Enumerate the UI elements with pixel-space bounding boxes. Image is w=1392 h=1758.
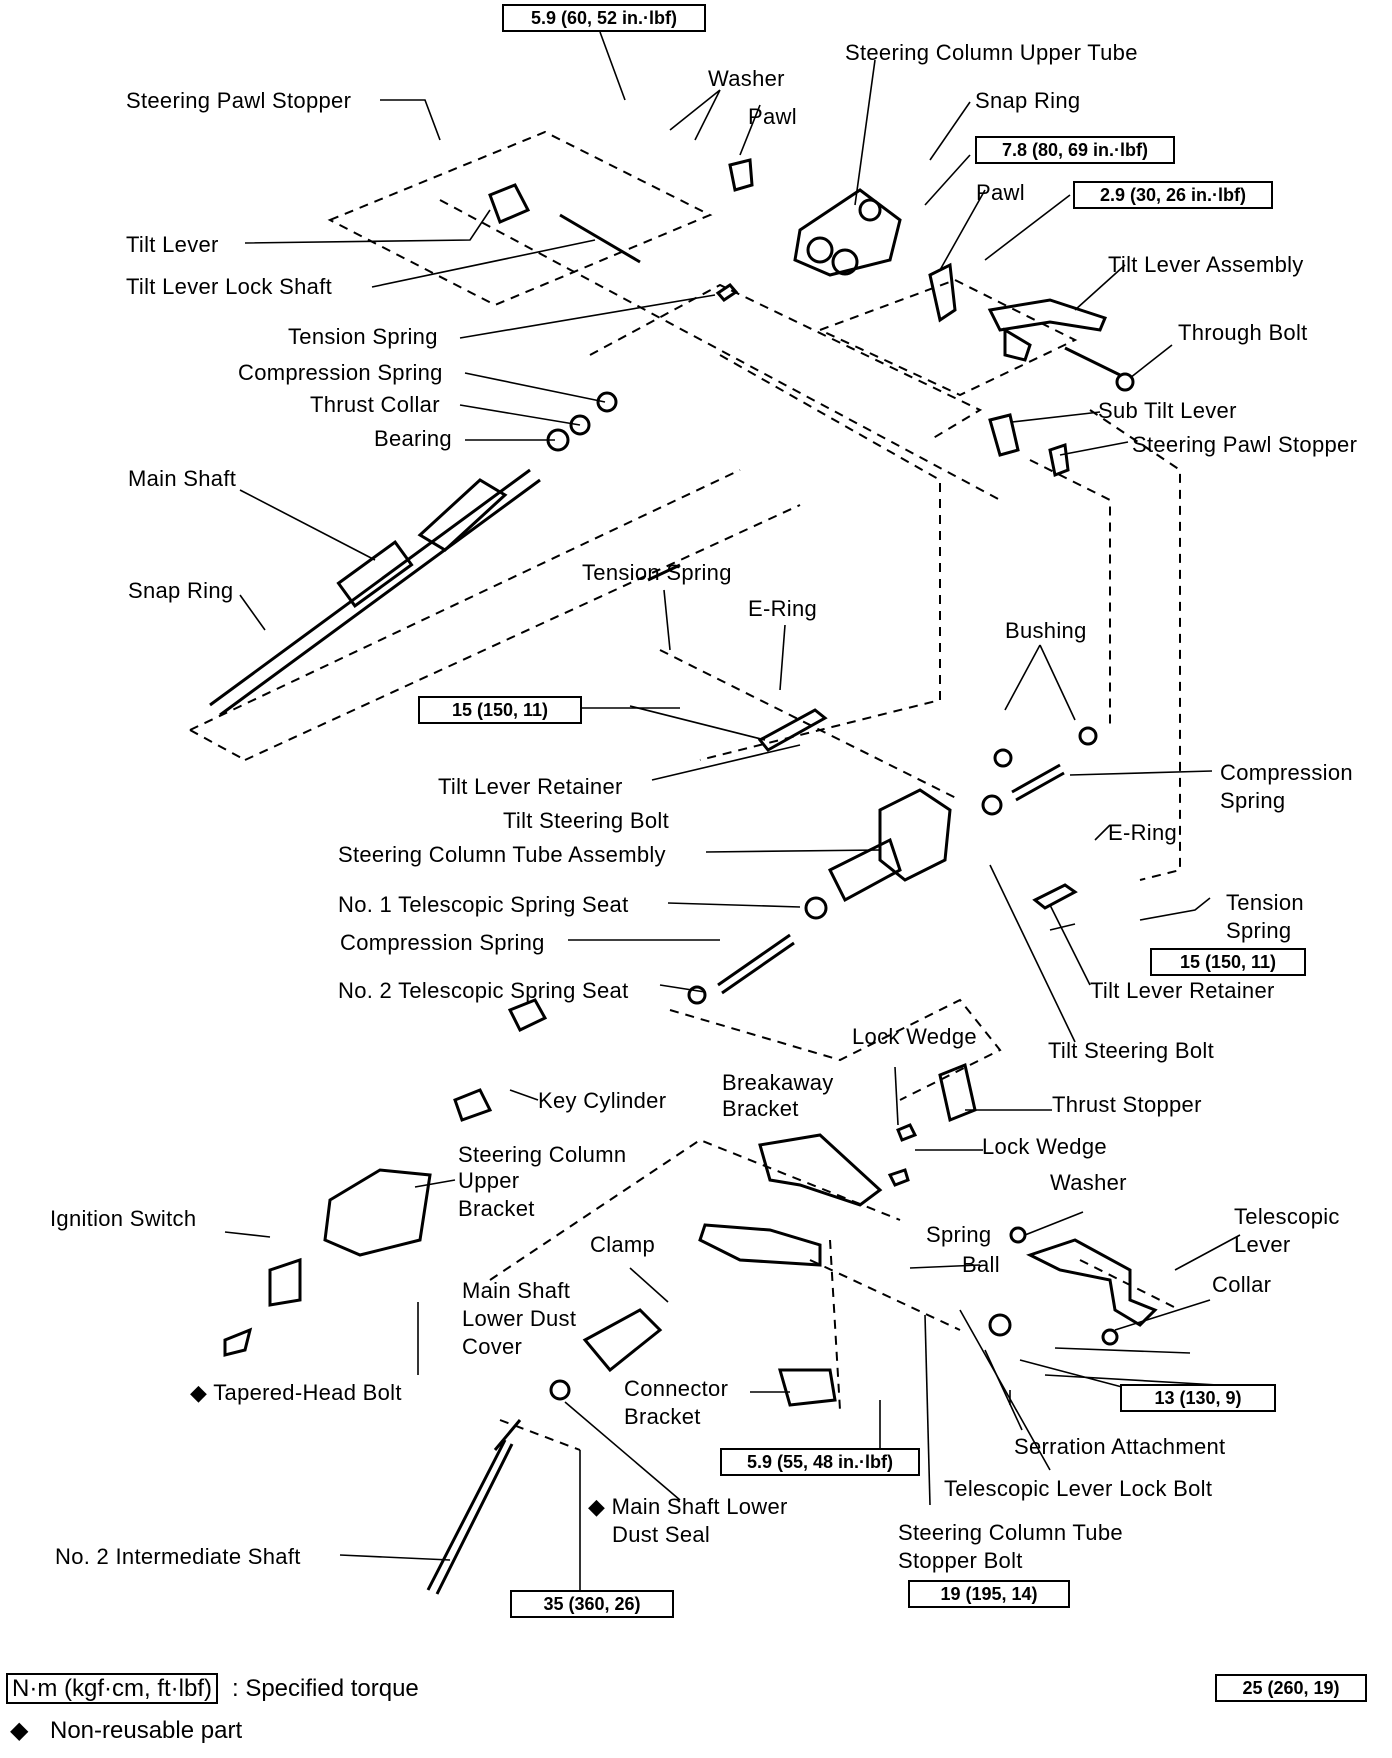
label-clamp: Clamp <box>590 1232 656 1257</box>
label-e-ring: E-Ring <box>748 596 818 621</box>
legend-torque-box: N·m (kgf·cm, ft·lbf) <box>6 1673 218 1704</box>
label-connector-bracket: Connector <box>624 1376 729 1401</box>
label-tilt-lever-lock-shaft: Tilt Lever Lock Shaft <box>126 274 333 299</box>
label-tilt-lever: Tilt Lever <box>126 232 219 257</box>
label-ball: Ball <box>962 1252 1000 1277</box>
label-steering-column-tube-stopper-bolt: Stopper Bolt <box>898 1548 1023 1573</box>
legend-diamond-symbol: ◆ <box>10 1717 29 1744</box>
legend-torque-desc: : Specified torque <box>231 1675 419 1702</box>
label-pawl-right: Pawl <box>976 180 1025 205</box>
label-pawl: Pawl <box>748 104 797 129</box>
label-steering-column-tube-assembly: Steering Column Tube Assembly <box>338 842 666 867</box>
legend-nonreusable: ◆ Non-reusable part <box>10 1716 242 1746</box>
label-washer-right: Washer <box>1050 1170 1127 1195</box>
torque-box: 7.8 (80, 69 in.·lbf) <box>975 136 1175 164</box>
label-snap-ring-left: Snap Ring <box>128 578 234 603</box>
label-main-shaft: Main Shaft <box>128 466 237 491</box>
torque-box: 13 (130, 9) <box>1120 1384 1276 1412</box>
label-key-cylinder: Key Cylinder <box>538 1088 667 1113</box>
label-lock-wedge: Lock Wedge <box>852 1024 977 1049</box>
label-e-ring-right: E-Ring <box>1108 820 1178 845</box>
part-outlines <box>209 158 1158 1595</box>
torque-box: 35 (360, 26) <box>510 1590 674 1618</box>
label-telescopic-lever-lock-bolt: Telescopic Lever Lock Bolt <box>944 1476 1213 1501</box>
torque-box: 19 (195, 14) <box>908 1580 1070 1608</box>
label-thrust-collar: Thrust Collar <box>310 392 440 417</box>
label-no2-telescopic-spring-seat: No. 2 Telescopic Spring Seat <box>338 978 629 1003</box>
label-main-shaft-lower-dust-cover: Main Shaft <box>462 1278 571 1303</box>
label-steering-column-upper-tube: Steering Column Upper Tube <box>845 40 1138 65</box>
label-tilt-steering-bolt: Tilt Steering Bolt <box>503 808 669 833</box>
label-bearing: Bearing <box>374 426 452 451</box>
legend-torque: N·m (kgf·cm, ft·lbf) : Specified torque <box>6 1673 419 1704</box>
label-tension-spring-mid: Tension Spring <box>582 560 732 585</box>
label-steering-pawl-stopper-right: Steering Pawl Stopper <box>1132 432 1358 457</box>
label-bushing: Bushing <box>1005 618 1087 643</box>
label-no1-telescopic-spring-seat: No. 1 Telescopic Spring Seat <box>338 892 629 917</box>
label-collar: Collar <box>1212 1272 1272 1297</box>
label-steering-column-upper-bracket: Bracket <box>458 1196 535 1221</box>
label-compression-spring-mid: Compression Spring <box>340 930 545 955</box>
label-main-shaft-lower-dust-seal: Dust Seal <box>612 1522 711 1547</box>
label-spring: Spring <box>926 1222 992 1247</box>
label-serration-attachment: Serration Attachment <box>1014 1434 1226 1459</box>
torque-box: 15 (150, 11) <box>1150 948 1306 976</box>
label-tilt-lever-retainer-right: Tilt Lever Retainer <box>1090 978 1275 1003</box>
legend-nonreusable-desc: Non-reusable part <box>50 1717 243 1744</box>
torque-box: 5.9 (55, 48 in.·lbf) <box>720 1448 920 1476</box>
label-tilt-lever-retainer: Tilt Lever Retainer <box>438 774 623 799</box>
label-snap-ring: Snap Ring <box>975 88 1081 113</box>
leader-lines <box>224 31 1241 1595</box>
torque-box: 25 (260, 19) <box>1215 1674 1367 1702</box>
label-tilt-lever-assembly: Tilt Lever Assembly <box>1108 252 1304 277</box>
label-washer: Washer <box>708 66 785 91</box>
label-sub-tilt-lever: Sub Tilt Lever <box>1098 398 1237 423</box>
label-telescopic-lever: Lever <box>1234 1232 1291 1257</box>
label-compression-spring-right: Compression <box>1220 760 1353 785</box>
label-telescopic-lever: Telescopic <box>1234 1204 1340 1229</box>
label-ignition-switch: Ignition Switch <box>50 1206 197 1231</box>
label-breakaway-bracket: Breakaway <box>722 1070 834 1095</box>
label-tension-spring-right: Tension <box>1226 890 1304 915</box>
label-compression-spring: Compression Spring <box>238 360 443 385</box>
torque-box: 2.9 (30, 26 in.·lbf) <box>1073 181 1273 209</box>
label-through-bolt: Through Bolt <box>1178 320 1308 345</box>
label-lock-wedge-right: Lock Wedge <box>982 1134 1107 1159</box>
label-tension-spring-right: Spring <box>1226 918 1292 943</box>
label-main-shaft-lower-dust-cover: Lower Dust <box>462 1306 577 1331</box>
label-connector-bracket: Bracket <box>624 1404 701 1429</box>
torque-box: 5.9 (60, 52 in.·lbf) <box>502 4 706 32</box>
label-tapered-head-bolt: ◆ Tapered-Head Bolt <box>190 1380 402 1405</box>
label-compression-spring-right: Spring <box>1220 788 1286 813</box>
label-steering-pawl-stopper: Steering Pawl Stopper <box>126 88 352 113</box>
label-tilt-steering-bolt-right: Tilt Steering Bolt <box>1048 1038 1214 1063</box>
label-tension-spring: Tension Spring <box>288 324 438 349</box>
label-main-shaft-lower-dust-seal: ◆ Main Shaft Lower <box>588 1494 788 1519</box>
label-steering-column-tube-stopper-bolt: Steering Column Tube <box>898 1520 1123 1545</box>
label-thrust-stopper: Thrust Stopper <box>1052 1092 1202 1117</box>
dashed-alignment-lines <box>189 130 1181 1451</box>
label-steering-column-upper-bracket: Upper <box>458 1168 520 1193</box>
torque-box: 15 (150, 11) <box>418 696 582 724</box>
label-breakaway-bracket: Bracket <box>722 1096 799 1121</box>
label-no2-intermediate-shaft: No. 2 Intermediate Shaft <box>55 1544 301 1569</box>
label-steering-column-upper-bracket: Steering Column <box>458 1142 627 1167</box>
label-main-shaft-lower-dust-cover: Cover <box>462 1334 523 1359</box>
